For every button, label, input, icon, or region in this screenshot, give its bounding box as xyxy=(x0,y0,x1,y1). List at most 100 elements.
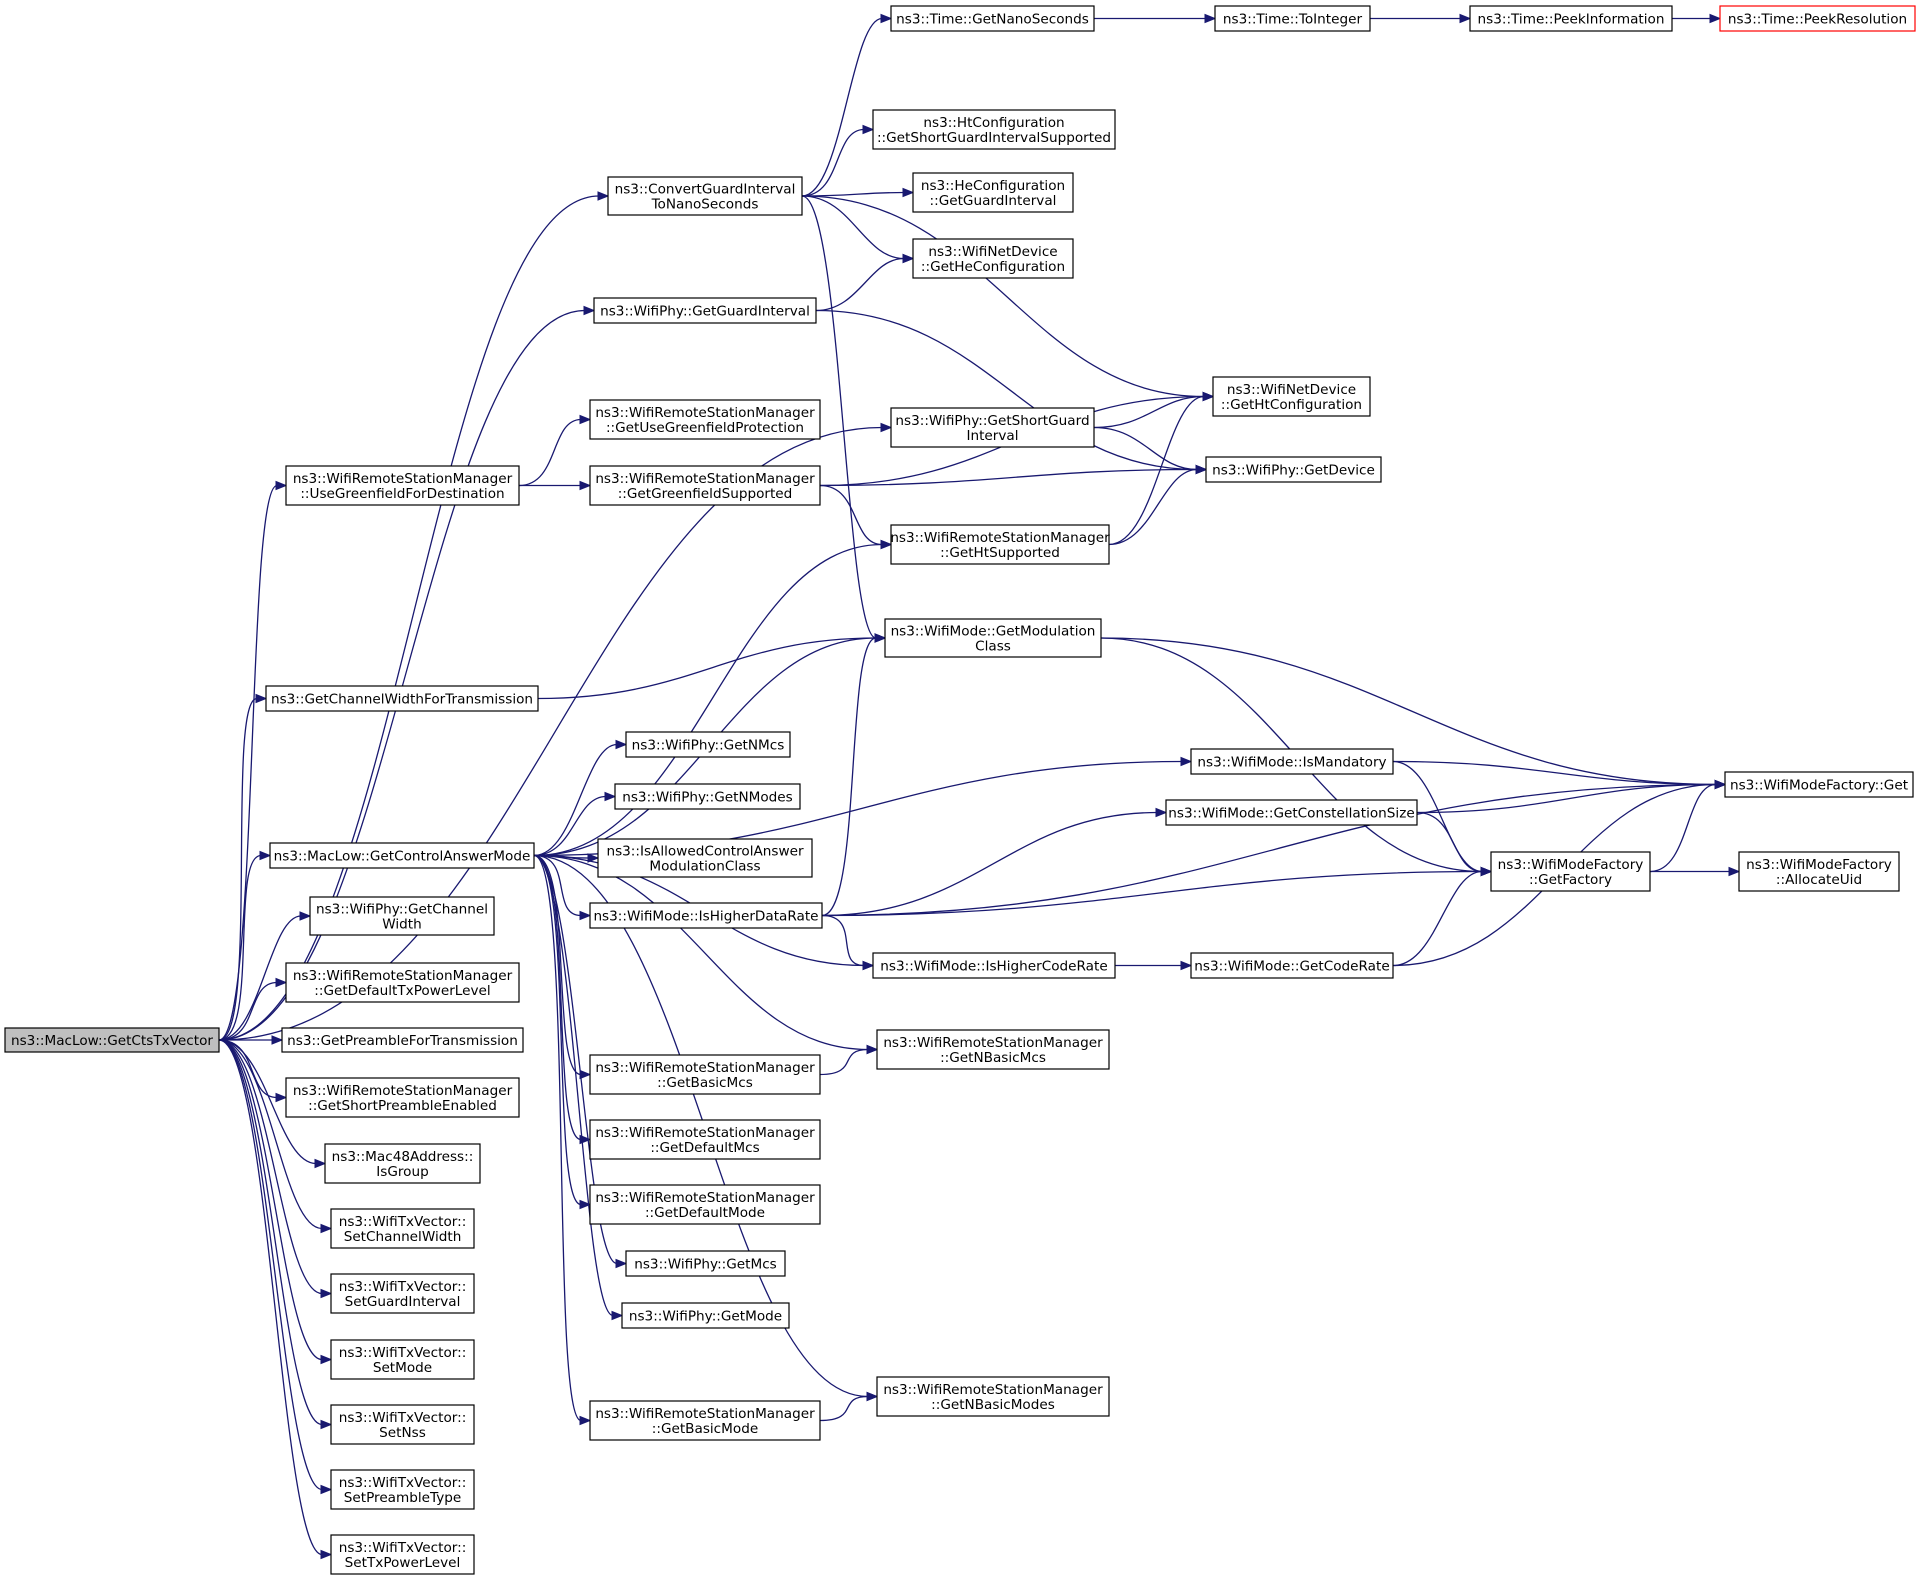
node-nd_he[interactable]: ns3::WifiNetDevice::GetHeConfiguration xyxy=(912,238,1074,279)
arrowhead-gcam-to-gbmode xyxy=(579,1415,592,1426)
node-isgroup[interactable]: ns3::Mac48Address::IsGroup xyxy=(324,1143,481,1184)
node-gbmcs[interactable]: ns3::WifiRemoteStationManager::GetBasicM… xyxy=(589,1054,821,1095)
node-label: ::GetUseGreenfieldProtection xyxy=(606,420,804,436)
node-iacamc[interactable]: ns3::IsAllowedControlAnswerModulationCla… xyxy=(597,838,813,878)
node-gnbmodes[interactable]: ns3::WifiRemoteStationManager::GetNBasic… xyxy=(876,1376,1110,1417)
node-toint[interactable]: ns3::Time::ToInteger xyxy=(1214,5,1371,32)
node-peekres[interactable]: ns3::Time::PeekResolution xyxy=(1719,5,1916,32)
arrowhead-toint-to-peekinfo xyxy=(1459,13,1472,24)
edge-ismand-to-mfget xyxy=(1392,760,1717,786)
arrowhead-cgi-to-gns xyxy=(880,13,893,24)
node-label: ns3::WifiMode::IsHigherDataRate xyxy=(593,909,818,925)
node-root[interactable]: ns3::MacLow::GetCtsTxVector xyxy=(4,1027,220,1053)
node-phy_gmcs[interactable]: ns3::WifiPhy::GetMcs xyxy=(625,1250,786,1277)
node-phy_sgi[interactable]: ns3::WifiPhy::GetShortGuardInterval xyxy=(890,407,1095,448)
edge-gcam-to-phy_gmode xyxy=(533,854,614,1317)
node-mfget[interactable]: ns3::WifiModeFactory::Get xyxy=(1724,771,1914,798)
node-stpl[interactable]: ns3::WifiTxVector::SetTxPowerLevel xyxy=(330,1534,475,1575)
node-gbmode[interactable]: ns3::WifiRemoteStationManager::GetBasicM… xyxy=(589,1400,821,1441)
arrowhead-root-to-sgi xyxy=(320,1288,333,1299)
node-ugfd[interactable]: ns3::WifiRemoteStationManager::UseGreenf… xyxy=(285,465,520,506)
node-gcam[interactable]: ns3::MacLow::GetControlAnswerMode xyxy=(269,842,535,869)
node-label: ns3::Time::PeekInformation xyxy=(1478,12,1665,28)
node-phy_gmode[interactable]: ns3::WifiPhy::GetMode xyxy=(621,1302,790,1329)
node-spt[interactable]: ns3::WifiTxVector::SetPreambleType xyxy=(330,1469,475,1510)
arrowhead-root-to-spt xyxy=(320,1484,333,1495)
arrowhead-ihdr-to-ihcr xyxy=(862,960,875,971)
node-label: ns3::WifiModeFactory xyxy=(1746,857,1892,873)
arrowhead-cgi-to-htcsgi xyxy=(862,124,875,135)
node-label: ::GetShortPreambleEnabled xyxy=(308,1098,497,1114)
node-gcs[interactable]: ns3::WifiMode::GetConstellationSize xyxy=(1165,799,1418,826)
arrowhead-ihdr-to-gcs xyxy=(1155,807,1168,818)
node-gdmcs[interactable]: ns3::WifiRemoteStationManager::GetDefaul… xyxy=(589,1119,821,1160)
edge-gfact-to-mfget xyxy=(1649,783,1717,873)
node-gnbmcs[interactable]: ns3::WifiRemoteStationManager::GetNBasic… xyxy=(876,1029,1110,1070)
node-peekinfo[interactable]: ns3::Time::PeekInformation xyxy=(1469,5,1673,32)
node-label: IsGroup xyxy=(376,1164,428,1180)
node-label: Interval xyxy=(966,428,1018,444)
edge-ggs-to-phy_dev xyxy=(819,468,1198,487)
node-ihcr[interactable]: ns3::WifiMode::IsHigherCodeRate xyxy=(872,952,1116,979)
node-ismand[interactable]: ns3::WifiMode::IsMandatory xyxy=(1190,748,1394,775)
node-box xyxy=(330,1339,475,1380)
node-gdmode[interactable]: ns3::WifiRemoteStationManager::GetDefaul… xyxy=(589,1184,821,1225)
arrowhead-gbmcs-to-gnbmcs xyxy=(866,1044,879,1055)
node-gpft[interactable]: ns3::GetPreambleForTransmission xyxy=(281,1027,524,1053)
node-label: ::GetHtSupported xyxy=(940,545,1060,561)
node-label: ns3::WifiPhy::GetDevice xyxy=(1212,463,1375,479)
node-nd_ht[interactable]: ns3::WifiNetDevice::GetHtConfiguration xyxy=(1212,376,1371,417)
edge-ghts-to-nd_ht xyxy=(1108,395,1205,546)
node-htcsgi[interactable]: ns3::HtConfiguration::GetShortGuardInter… xyxy=(872,109,1116,150)
node-box xyxy=(330,1534,475,1575)
node-gspe[interactable]: ns3::WifiRemoteStationManager::GetShortP… xyxy=(285,1077,520,1118)
node-label: ns3::WifiTxVector:: xyxy=(339,1410,467,1426)
node-gfact[interactable]: ns3::WifiModeFactory::GetFactory xyxy=(1490,851,1651,892)
arrowhead-root-to-gcam xyxy=(259,850,272,861)
node-label: ns3::WifiTxVector:: xyxy=(339,1345,467,1361)
node-ghts[interactable]: ns3::WifiRemoteStationManager::GetHtSupp… xyxy=(890,524,1110,565)
edge-root-to-phy_sgi xyxy=(218,426,883,1041)
node-box xyxy=(285,962,520,1003)
arrowhead-root-to-phy_gcw xyxy=(299,911,312,921)
node-phy_gcw[interactable]: ns3::WifiPhy::GetChannelWidth xyxy=(309,896,495,936)
arrowhead-root-to-snss xyxy=(320,1419,333,1430)
node-gcwt[interactable]: ns3::GetChannelWidthForTransmission xyxy=(265,685,539,712)
node-label: ns3::WifiTxVector:: xyxy=(339,1475,467,1491)
node-gcr[interactable]: ns3::WifiMode::GetCodeRate xyxy=(1190,952,1394,979)
node-label: ns3::WifiRemoteStationManager xyxy=(595,405,815,421)
node-ggs[interactable]: ns3::WifiRemoteStationManager::GetGreenf… xyxy=(589,465,821,506)
node-phy_dev[interactable]: ns3::WifiPhy::GetDevice xyxy=(1205,456,1382,483)
arrowhead-ihcr-to-gcr xyxy=(1180,960,1193,971)
arrowhead-gcr-to-mfget xyxy=(1714,779,1727,790)
edge-root-to-gdtpl xyxy=(218,981,278,1041)
node-hecgi[interactable]: ns3::HeConfiguration::GetGuardInterval xyxy=(912,172,1074,213)
arrowhead-ihdr-to-gmc xyxy=(874,633,887,643)
node-gnmodes[interactable]: ns3::WifiPhy::GetNModes xyxy=(614,783,801,810)
edge-gbmode-to-gnbmodes xyxy=(819,1395,869,1422)
node-gdtpl[interactable]: ns3::WifiRemoteStationManager::GetDefaul… xyxy=(285,962,520,1003)
node-scw[interactable]: ns3::WifiTxVector::SetChannelWidth xyxy=(330,1208,475,1249)
arrowhead-root-to-gspe xyxy=(275,1092,288,1103)
node-box xyxy=(285,465,520,506)
edge-root-to-snss xyxy=(218,1039,323,1426)
node-ugp[interactable]: ns3::WifiRemoteStationManager::GetUseGre… xyxy=(589,399,821,440)
node-sgi[interactable]: ns3::WifiTxVector::SetGuardInterval xyxy=(330,1273,475,1314)
node-ihdr[interactable]: ns3::WifiMode::IsHigherDataRate xyxy=(589,902,823,929)
node-box xyxy=(912,172,1074,213)
node-auid[interactable]: ns3::WifiModeFactory::AllocateUid xyxy=(1738,851,1900,892)
node-smode[interactable]: ns3::WifiTxVector::SetMode xyxy=(330,1339,475,1380)
edge-ugfd-to-ugp xyxy=(518,418,582,487)
node-box xyxy=(912,238,1074,279)
node-phy_gi[interactable]: ns3::WifiPhy::GetGuardInterval xyxy=(593,297,817,324)
edge-gcwt-to-gmc xyxy=(537,637,877,700)
node-gns[interactable]: ns3::Time::GetNanoSeconds xyxy=(890,5,1095,32)
node-label: ns3::WifiTxVector:: xyxy=(339,1540,467,1556)
node-label: ns3::MacLow::GetControlAnswerMode xyxy=(274,849,531,865)
node-gnmcs[interactable]: ns3::WifiPhy::GetNMcs xyxy=(625,731,791,758)
node-label: ::GetGreenfieldSupported xyxy=(618,486,793,502)
arrowhead-root-to-gcwt xyxy=(255,693,268,704)
node-snss[interactable]: ns3::WifiTxVector::SetNss xyxy=(330,1404,475,1445)
